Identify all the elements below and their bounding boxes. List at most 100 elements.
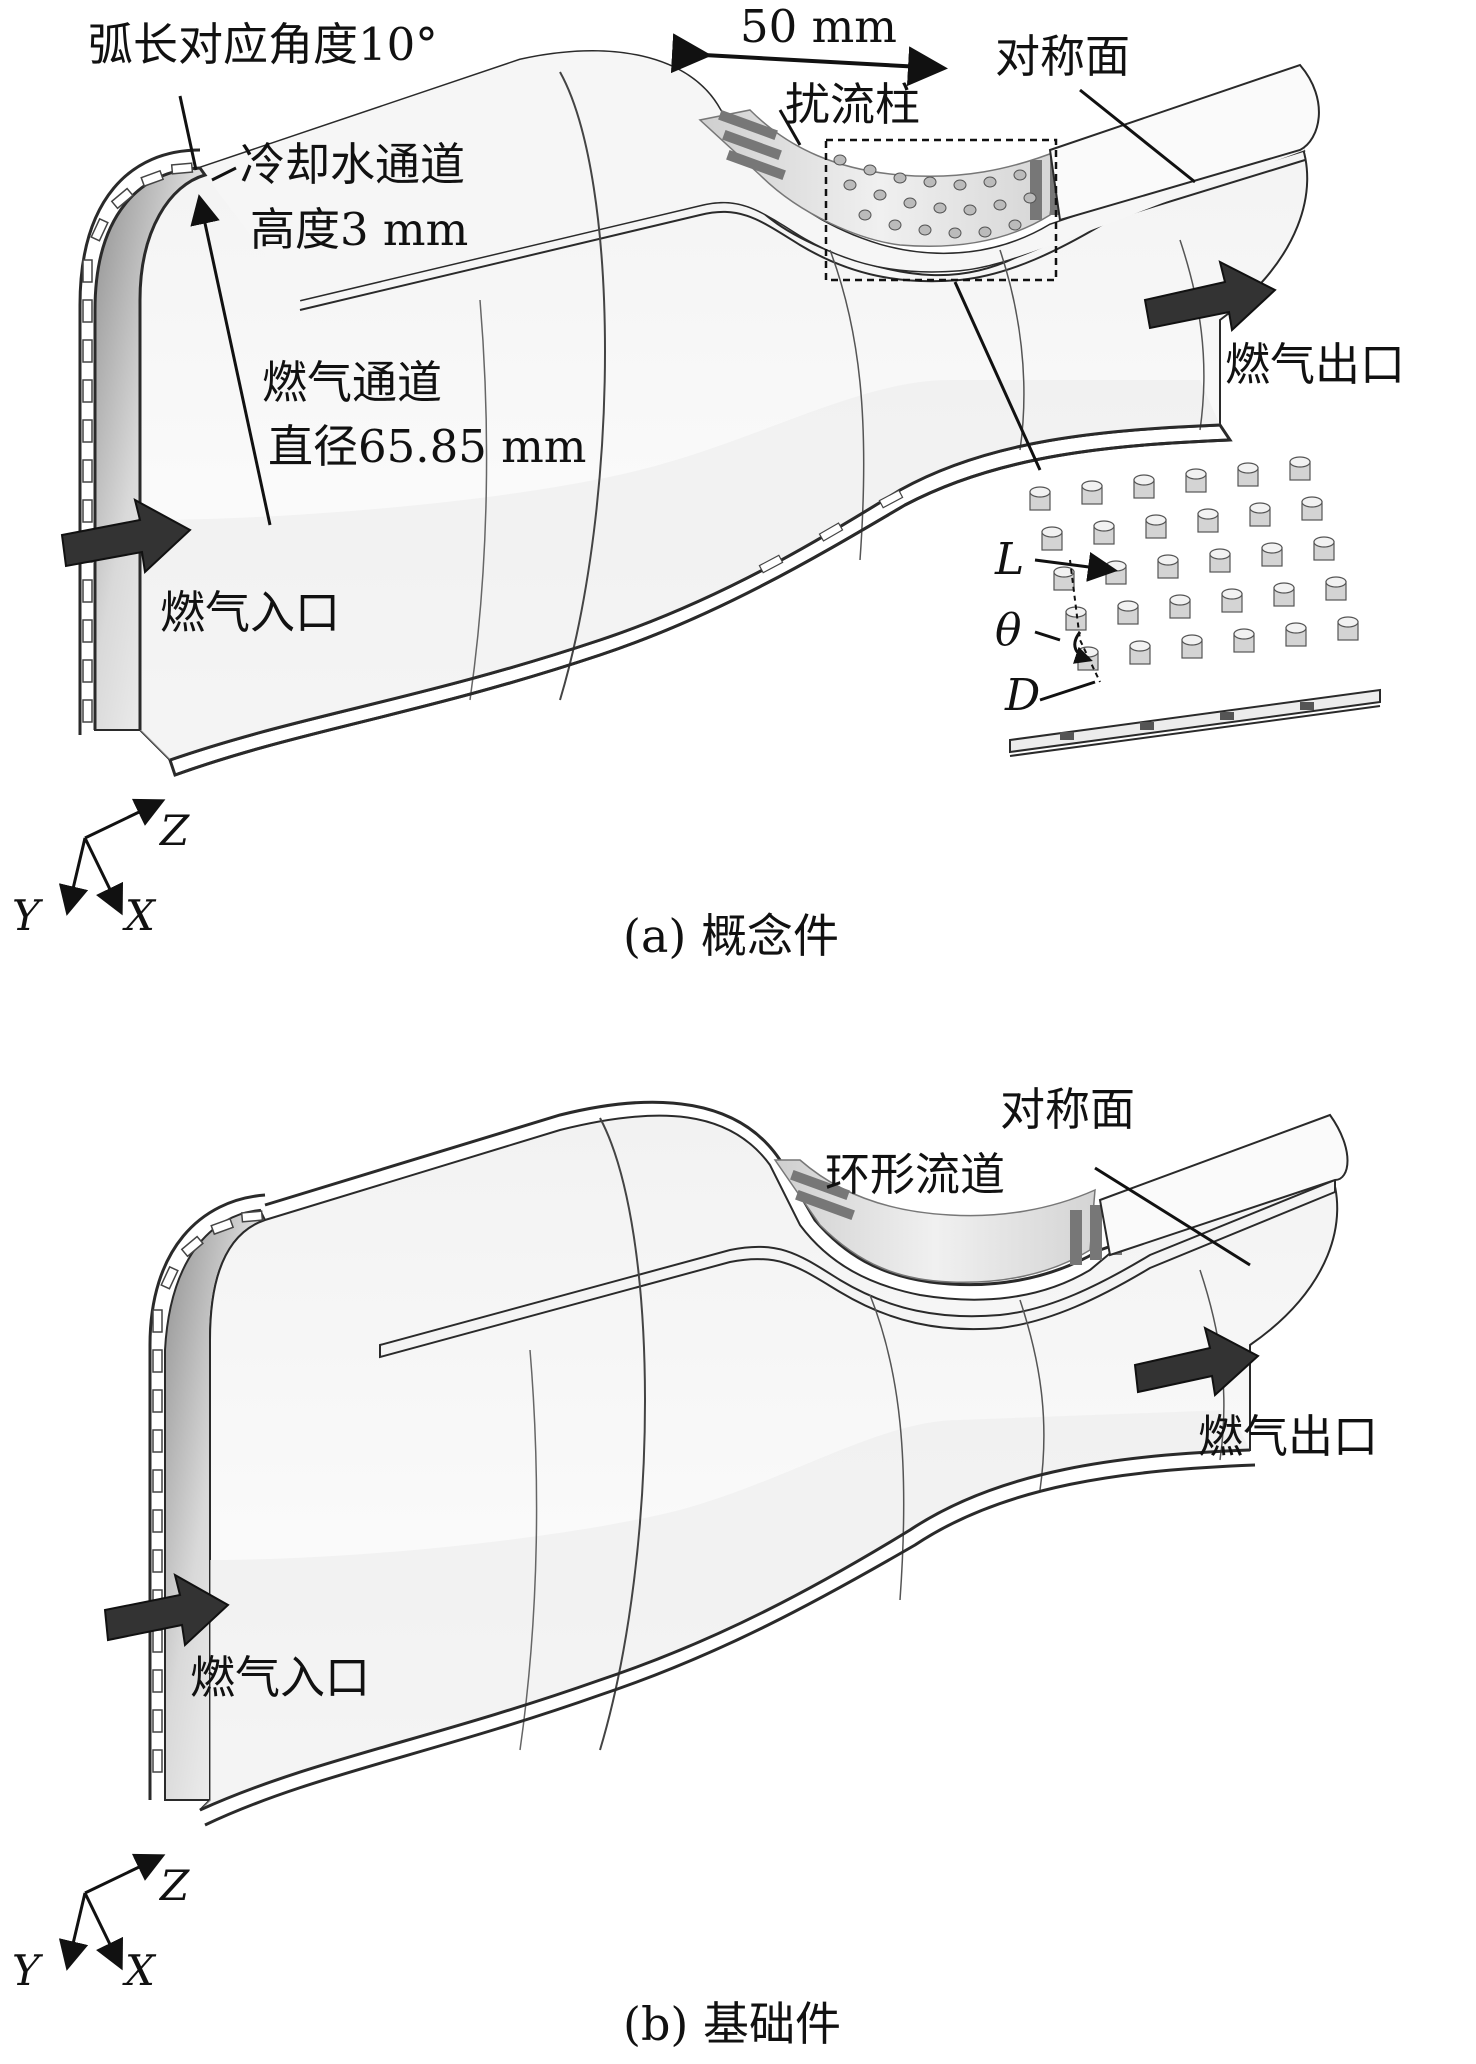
- pin-fin-top: [1313, 536, 1335, 548]
- axis-x-label: X: [122, 891, 157, 940]
- pin-fin-top: [1237, 462, 1259, 474]
- inlet-wall-b-outer: [148, 1193, 266, 1800]
- pin-fin-top: [1181, 634, 1203, 646]
- pin-fin-top: [1081, 480, 1103, 492]
- gas-outlet-label-b: 燃气出口: [1198, 1410, 1378, 1463]
- section-ring-b2: [519, 1349, 538, 1751]
- coolant-height-label: 高度3 mm: [250, 203, 468, 256]
- pin-fin-top: [1197, 508, 1219, 520]
- inlet-wall: [93, 166, 208, 730]
- pin-fin-top: [1325, 576, 1347, 588]
- symmetry-leader: [1079, 88, 1196, 184]
- pin-fin-top: [1301, 496, 1323, 508]
- cut-top-surface-b: [379, 1178, 1336, 1359]
- pin-fin-top: [1041, 526, 1063, 538]
- cut-top-surface: [200, 51, 1305, 300]
- dimension-arrow: [670, 33, 948, 87]
- pin-fin-top: [1145, 514, 1167, 526]
- bottom-wall-2: [174, 438, 1231, 777]
- pin-fin-top: [1221, 588, 1243, 600]
- section-ring-b1: [599, 1117, 646, 1751]
- lower-shading-b: [200, 1410, 1250, 1810]
- bottom-wall: [169, 423, 1221, 762]
- inlet-wall-outer: [78, 148, 201, 735]
- inset-pins: [1029, 456, 1359, 671]
- bottom-wall-b2: [204, 1463, 1256, 1827]
- pin-fin-label: 扰流柱: [785, 78, 920, 131]
- top-wall-b: [264, 1100, 1331, 1287]
- pin-fins-throat: [833, 154, 1037, 239]
- axes-a: Z Y X: [12, 798, 190, 940]
- pin-fin-top: [1117, 600, 1139, 612]
- pin-fin-top: [1337, 616, 1359, 628]
- pin-fin-top: [1285, 622, 1307, 634]
- axis-x-label-b: X: [122, 1946, 157, 1995]
- param-theta-label: θ: [995, 605, 1022, 656]
- axis-y-label-b: Y: [12, 1946, 44, 1995]
- bottom-wall-b: [199, 1448, 1251, 1812]
- coolant-leader: [211, 166, 237, 182]
- section-ring-1: [559, 71, 606, 701]
- caption-a: (a) 概念件: [623, 909, 839, 963]
- pin-fin-top: [1029, 486, 1051, 498]
- inlet-arrow-b[interactable]: [103, 1572, 230, 1648]
- pin-fin-top: [1261, 542, 1283, 554]
- pin-fin-top: [1129, 640, 1151, 652]
- param-L-arrow: [1034, 552, 1118, 582]
- axis-y-label: Y: [12, 891, 44, 940]
- dimension-label: 50 mm: [740, 0, 897, 53]
- param-L-label: L: [994, 534, 1024, 585]
- inlet-arrow[interactable]: [60, 498, 192, 575]
- section-ring-4: [999, 249, 1025, 451]
- symmetry-leader-b: [1094, 1166, 1251, 1267]
- top-wall-inner2: [299, 159, 1306, 311]
- pin-fin-top: [1185, 468, 1207, 480]
- inset-base: [1009, 688, 1381, 754]
- axis-z-label-b: Z: [158, 1861, 190, 1910]
- pin-fin-top: [1053, 566, 1075, 578]
- param-dashed: [1069, 559, 1101, 683]
- pin-fin-inset: [1009, 456, 1381, 757]
- pin-fin-leader: [778, 109, 802, 146]
- panel-b: 对称面 环形流道 燃气出口 燃气入口 Z Y X (b) 基础件: [12, 1083, 1378, 2051]
- panel-a: 弧长对应角度10° 50 mm 对称面 扰流柱 冷却水通道 高度3 mm 燃气通…: [12, 0, 1405, 963]
- pin-fin-top: [1249, 502, 1271, 514]
- arc-angle-leader: [178, 95, 198, 171]
- symmetry-label: 对称面: [995, 30, 1130, 83]
- gas-outlet-label: 燃气出口: [1225, 338, 1405, 391]
- param-theta-arc: [1072, 631, 1093, 664]
- outlet-section: [1048, 63, 1320, 222]
- section-ring-3: [829, 249, 865, 561]
- gas-diameter-label: 直径65.85 mm: [268, 420, 586, 473]
- section-ring-5: [1179, 239, 1205, 431]
- caption-b: (b) 基础件: [623, 1997, 841, 2051]
- axis-z-label: Z: [158, 806, 190, 855]
- section-ring-2: [469, 299, 488, 701]
- param-D-label: D: [1004, 670, 1040, 721]
- lower-shading: [140, 380, 1220, 760]
- gas-channel-label: 燃气通道: [262, 356, 442, 409]
- pin-fin-top: [1157, 554, 1179, 566]
- inset-bumps: [1060, 702, 1314, 740]
- annular-channel-label: 环形流道: [825, 1148, 1005, 1201]
- pin-fin-top: [1133, 474, 1155, 486]
- section-ring-b3: [869, 1294, 905, 1601]
- gas-channel-arrow: [190, 194, 272, 526]
- inset-base-2: [1009, 705, 1381, 757]
- detail-leader: [953, 281, 1042, 471]
- pin-fin-top: [1289, 456, 1311, 468]
- param-D-line: [1039, 680, 1096, 702]
- axes-b: Z Y X: [12, 1853, 190, 1995]
- section-ring-b4: [1019, 1299, 1045, 1491]
- outlet-arrow-b[interactable]: [1133, 1326, 1260, 1397]
- pin-fin-top: [1093, 520, 1115, 532]
- pin-fin-top: [1209, 548, 1231, 560]
- param-theta-line: [1034, 630, 1061, 642]
- pin-fin-top: [1233, 628, 1255, 640]
- detail-box: [824, 138, 1058, 282]
- symmetry-label-b: 对称面: [1000, 1083, 1135, 1136]
- outlet-arrow[interactable]: [1143, 260, 1277, 332]
- cooling-channels-bottom: [758, 489, 904, 574]
- gas-inlet-label-b: 燃气入口: [190, 1651, 370, 1704]
